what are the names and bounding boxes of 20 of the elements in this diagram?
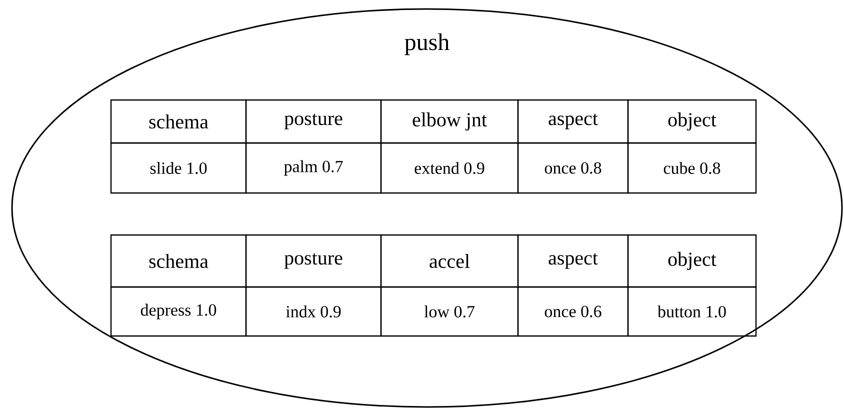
table-cell: depress 1.0 <box>110 286 247 337</box>
table-cell: indx 0.9 <box>245 286 382 337</box>
table-cell: aspect <box>517 99 629 144</box>
table-cell: posture <box>245 99 382 144</box>
table-cell: posture <box>245 234 382 288</box>
table-cell: once 0.8 <box>517 142 629 194</box>
table-cell: schema <box>110 99 247 144</box>
table-cell: elbow jnt <box>380 99 519 144</box>
table-cell: low 0.7 <box>380 286 519 337</box>
table-cell: object <box>627 234 757 288</box>
table-cell: object <box>627 99 757 144</box>
table-cell: accel <box>380 234 519 288</box>
table-cell: once 0.6 <box>517 286 629 337</box>
table-cell: schema <box>110 234 247 288</box>
table-cell: button 1.0 <box>627 286 757 337</box>
table-cell: cube 0.8 <box>627 142 757 194</box>
table-cell: slide 1.0 <box>110 142 247 194</box>
table-cell: aspect <box>517 234 629 288</box>
table-cell: extend 0.9 <box>380 142 519 194</box>
table-cell: palm 0.7 <box>245 142 382 194</box>
